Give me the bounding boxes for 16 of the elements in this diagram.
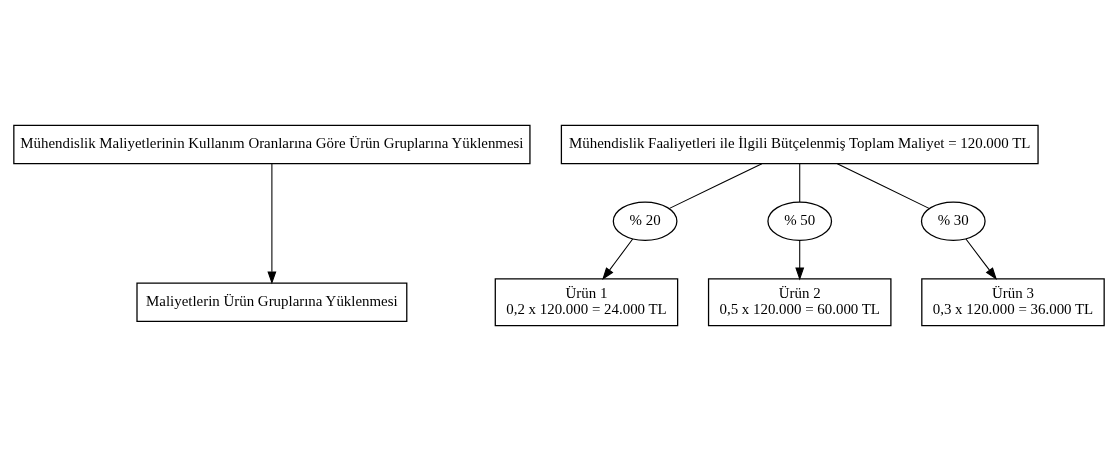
node-box: Ürün 2 0,5 x 120.000 = 60.000 TL [707,277,892,326]
arrow [602,238,634,280]
connector [799,162,801,202]
connector [669,162,763,209]
node-box: Mühendislik Maliyetlerinin Kullanım Oranlarına Göre Ürün Gruplarına Yüklenmesi [13,124,531,164]
arrow [795,239,805,280]
node-box: Mühendislik Faaliyetleri ile İlgili Bütçelenmiş Toplam Maliyet = 120.000 TL [560,124,1039,164]
node-ellipse: % 30 [920,200,986,241]
node-box: Ürün 3 0,3 x 120.000 = 36.000 TL [921,277,1105,326]
arrow [267,162,277,284]
connector [836,162,930,209]
arrow [965,238,997,280]
node-box: Maliyetlerin Ürün Gruplarına Yüklenmesi [136,281,408,322]
node-ellipse: % 50 [767,200,833,241]
node-ellipse: % 20 [612,200,678,241]
node-box: Ürün 1 0,2 x 120.000 = 24.000 TL [494,277,679,326]
